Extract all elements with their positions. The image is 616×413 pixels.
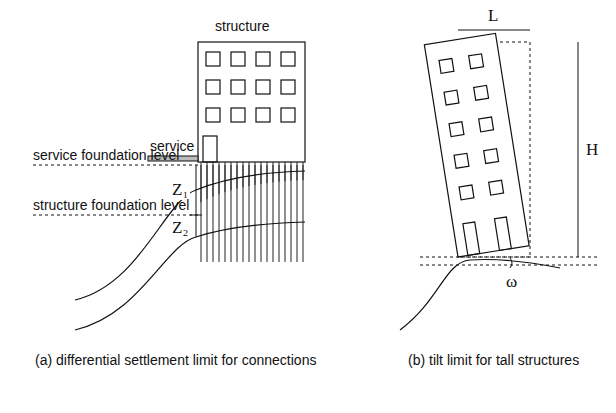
caption-label: (b) tilt limit for tall structures bbox=[408, 352, 608, 369]
structure-building bbox=[198, 42, 305, 162]
window bbox=[281, 80, 295, 94]
window bbox=[449, 122, 464, 137]
level-label: service foundation level bbox=[33, 147, 179, 164]
window bbox=[256, 52, 270, 66]
z-bracket bbox=[196, 215, 197, 237]
width-dimension bbox=[458, 30, 530, 31]
window bbox=[489, 180, 504, 195]
window bbox=[206, 108, 220, 122]
dimension-label: L bbox=[488, 6, 498, 26]
window bbox=[206, 80, 220, 94]
height-dimension bbox=[578, 42, 579, 257]
window bbox=[444, 90, 459, 105]
dimension-label: Z₂ bbox=[170, 218, 190, 238]
window bbox=[256, 80, 270, 94]
tilted-building bbox=[424, 33, 529, 257]
window bbox=[469, 54, 484, 69]
level-label: structure foundation level bbox=[33, 197, 189, 214]
window bbox=[454, 153, 469, 168]
level-line bbox=[420, 265, 600, 266]
window bbox=[256, 108, 270, 122]
window bbox=[231, 52, 245, 66]
angle-label: ω bbox=[506, 272, 517, 292]
level-line bbox=[420, 257, 600, 258]
ground-curve bbox=[400, 259, 560, 330]
dimension-label: H bbox=[586, 140, 598, 160]
window bbox=[281, 108, 295, 122]
window bbox=[474, 85, 489, 100]
z-bracket bbox=[196, 165, 197, 215]
service-level-line bbox=[33, 165, 198, 166]
structure-label: structure bbox=[215, 18, 269, 35]
window bbox=[206, 52, 220, 66]
window bbox=[231, 108, 245, 122]
window bbox=[459, 185, 474, 200]
hatching bbox=[196, 162, 305, 262]
window bbox=[439, 59, 454, 74]
caption-label: (a) differential settlement limit for co… bbox=[35, 352, 320, 369]
window bbox=[231, 80, 245, 94]
angle-arc bbox=[510, 258, 512, 268]
window bbox=[479, 117, 494, 132]
window bbox=[484, 149, 499, 164]
window bbox=[281, 52, 295, 66]
settlement-curve bbox=[75, 171, 305, 300]
structure-level-line bbox=[33, 215, 198, 216]
